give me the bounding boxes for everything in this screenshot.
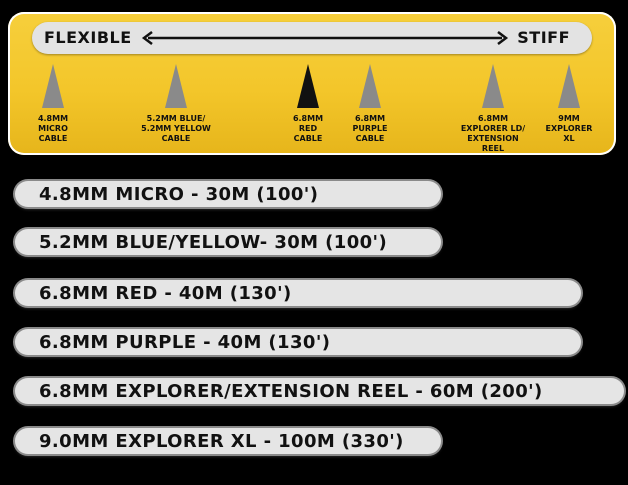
marker-red-cable: 6.8MM RED CABLE [268,64,348,144]
cable-spec-red: 6.8MM RED - 40M (130') [15,280,581,306]
cable-spec-label: 4.8MM MICRO - 30M (100') [39,184,319,205]
triangle-marker-icon [558,64,580,108]
triangle-marker-icon [165,64,187,108]
marker-caption: 6.8MM RED CABLE [292,114,324,143]
cable-spec-explorer-extension-reel: 6.8MM EXPLORER/EXTENSION REEL - 60M (200… [15,378,624,404]
triangle-marker-icon [42,64,64,108]
marker-micro-cable: 4.8MM MICRO CABLE [13,64,93,144]
marker-caption: 6.8MM PURPLE CABLE [352,114,388,143]
double-arrow-icon [141,31,509,45]
triangle-marker-icon [297,64,319,108]
stiff-label: STIFF [517,28,570,47]
cable-spec-label: 6.8MM PURPLE - 40M (130') [39,332,331,353]
cable-spec-label: 9.0MM EXPLORER XL - 100M (330') [39,431,404,452]
marker-caption: 4.8MM MICRO CABLE [37,114,69,143]
flexible-label: FLEXIBLE [44,28,132,47]
marker-caption: 6.8MM EXPLORER LD/ EXTENSION REEL [460,114,526,153]
marker-explorer-ld-extension-reel: 6.8MM EXPLORER LD/ EXTENSION REEL [453,64,533,154]
cable-spec-label: 5.2MM BLUE/YELLOW- 30M (100') [39,232,388,253]
triangle-marker-icon [359,64,381,108]
cable-spec-micro: 4.8MM MICRO - 30M (100') [15,181,441,207]
marker-blue-yellow-cable: 5.2MM BLUE/ 5.2MM YELLOW CABLE [136,64,216,144]
marker-caption: 5.2MM BLUE/ 5.2MM YELLOW CABLE [141,114,211,143]
triangle-marker-icon [482,64,504,108]
marker-explorer-xl: 9MM EXPLORER XL [529,64,609,144]
flexibility-scale-bar: FLEXIBLE STIFF [32,22,592,54]
cable-spec-blue-yellow: 5.2MM BLUE/YELLOW- 30M (100') [15,229,441,255]
cable-spec-explorer-xl: 9.0MM EXPLORER XL - 100M (330') [15,428,441,454]
marker-caption: 9MM EXPLORER XL [545,114,593,143]
cable-spec-label: 6.8MM RED - 40M (130') [39,283,292,304]
marker-purple-cable: 6.8MM PURPLE CABLE [330,64,410,144]
stiffness-scale-panel: FLEXIBLE STIFF 4.8MM MICRO CABLE 5.2MM B… [8,12,616,155]
cable-spec-purple: 6.8MM PURPLE - 40M (130') [15,329,581,355]
cable-spec-label: 6.8MM EXPLORER/EXTENSION REEL - 60M (200… [39,381,543,402]
